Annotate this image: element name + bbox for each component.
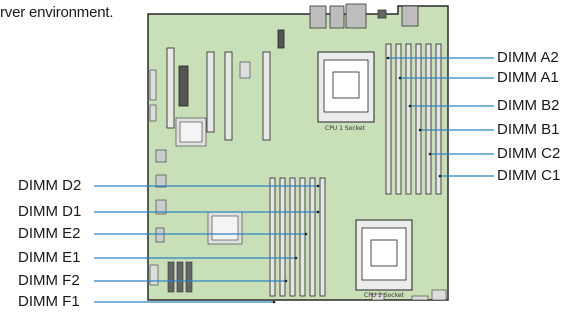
label-dimm-a1: DIMM A1	[497, 69, 559, 86]
cpu2-socket-label: CPU 2 Socket	[364, 292, 405, 299]
leader-dots-right	[386, 56, 442, 178]
label-dimm-e2: DIMM E2	[18, 225, 81, 242]
label-dimm-c2: DIMM C2	[497, 145, 561, 162]
label-dimm-c1: DIMM C1	[497, 167, 561, 184]
leader-lines-right	[388, 57, 494, 177]
cpu2-socket: CPU 2 Socket	[355, 219, 413, 299]
cpu1-socket-label: CPU 1 Socket	[325, 125, 366, 132]
label-dimm-f1: DIMM F1	[18, 293, 80, 310]
label-dimm-f2: DIMM F2	[18, 272, 80, 289]
leader-lines-left	[94, 185, 318, 303]
label-dimm-d1: DIMM D1	[18, 203, 82, 220]
caption-text: rver environment.	[0, 4, 114, 21]
label-dimm-a2: DIMM A2	[497, 49, 559, 66]
label-dimm-d2: DIMM D2	[18, 177, 82, 194]
board-components	[149, 61, 447, 301]
label-dimm-b2: DIMM B2	[497, 97, 560, 114]
label-dimm-e1: DIMM E1	[18, 249, 81, 266]
cpu1-socket: CPU 1 Socket	[317, 51, 375, 132]
pci-slots	[166, 29, 285, 141]
dimm-bank-def	[269, 177, 326, 297]
dimm-bank-abc	[385, 43, 442, 195]
leader-dots-left	[272, 184, 320, 304]
rear-io-connectors	[309, 3, 419, 29]
label-dimm-b1: DIMM B1	[497, 121, 560, 138]
